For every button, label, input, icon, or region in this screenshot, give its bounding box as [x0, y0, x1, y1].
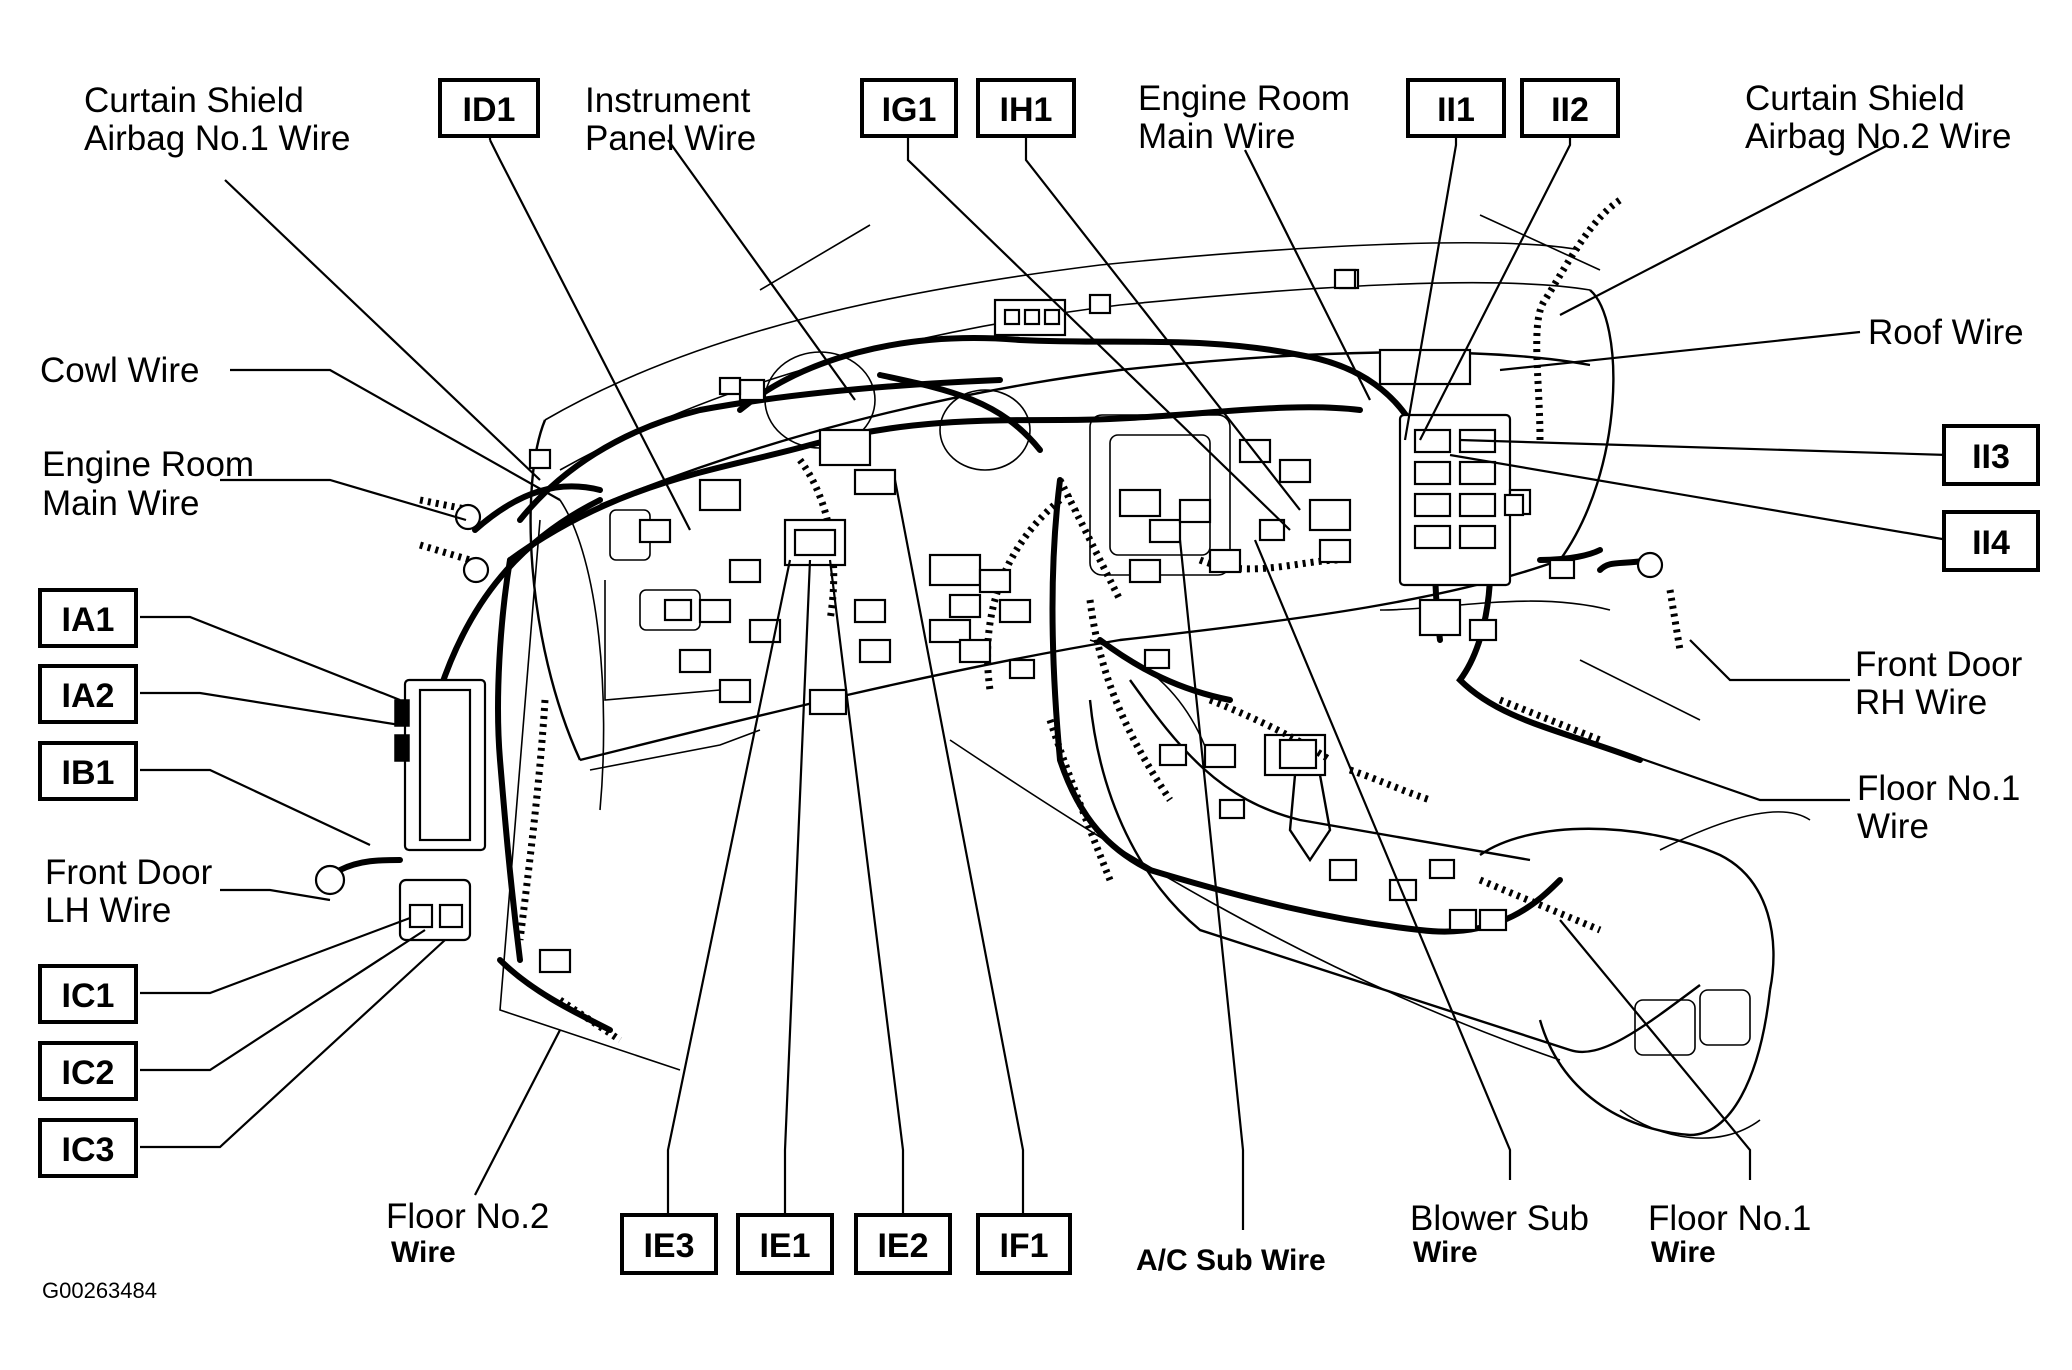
label-curtain-shield-no2-line1: Curtain Shield: [1745, 79, 1965, 118]
label-engine-room-left-line2: Main Wire: [42, 484, 200, 523]
code-box-ii2: II2: [1520, 78, 1620, 138]
label-engine-room-left-line1: Engine Room: [42, 445, 254, 484]
code-box-ii1: II1: [1406, 78, 1506, 138]
code-box-ib1: IB1: [38, 741, 138, 801]
leader-lines: [140, 105, 1949, 1235]
code-box-ic2: IC2: [38, 1041, 138, 1101]
leader-front-door-rh: [1689, 639, 1850, 682]
leader-front-door-lh: [220, 888, 331, 902]
code-id1: ID1: [463, 91, 516, 129]
leader-engine-room-left: [220, 478, 467, 522]
code-box-if1: IF1: [976, 1213, 1072, 1275]
connector-code-boxes: ID1 IG1 IH1 II1 II2 II3 II4 I: [38, 78, 2040, 1275]
leader-instrument-panel: [667, 139, 856, 401]
figure-id: G00263484: [42, 1278, 157, 1303]
code-ii2: II2: [1551, 91, 1589, 129]
label-instrument-panel-line1: Instrument: [585, 81, 751, 120]
leader-ia2: [140, 691, 401, 727]
leader-ie3: [666, 559, 792, 1235]
code-box-ii4: II4: [1942, 510, 2040, 572]
label-floor-no1-right-line2: Wire: [1857, 807, 1929, 846]
code-ig1: IG1: [882, 91, 937, 129]
label-engine-room-top-line1: Engine Room: [1138, 79, 1350, 118]
code-ie3: IE3: [643, 1227, 694, 1265]
label-front-door-rh-line2: RH Wire: [1855, 683, 1987, 722]
leader-ie2: [828, 559, 905, 1235]
code-ih1: IH1: [1000, 91, 1053, 129]
leader-ic2: [140, 929, 426, 1072]
code-ia2: IA2: [62, 677, 115, 715]
code-ic2: IC2: [62, 1054, 115, 1092]
label-front-door-lh-line2: LH Wire: [45, 891, 171, 930]
code-box-ia1: IA1: [38, 588, 138, 648]
leader-ia1: [140, 615, 401, 702]
label-cowl-wire: Cowl Wire: [40, 351, 199, 390]
code-ie2: IE2: [877, 1227, 928, 1265]
code-ii1: II1: [1437, 91, 1475, 129]
code-ie1: IE1: [759, 1227, 810, 1265]
leader-curtain-no1: [224, 179, 541, 481]
code-box-ig1: IG1: [860, 78, 958, 138]
label-front-door-lh-line1: Front Door: [45, 853, 213, 892]
code-box-ic1: IC1: [38, 964, 138, 1024]
code-ii4: II4: [1972, 524, 2010, 562]
label-ac-sub-wire: A/C Sub Wire: [1136, 1244, 1326, 1277]
label-curtain-shield-no1-line2: Airbag No.1 Wire: [84, 119, 350, 158]
leader-if1: [893, 479, 1025, 1235]
connectors: [394, 268, 1576, 974]
leader-cowl: [230, 368, 561, 501]
leader-ib1: [140, 768, 371, 846]
leader-ie1: [783, 559, 812, 1235]
leader-floor-no1-bottom: [1559, 919, 1752, 1180]
leader-floor-no1-right: [1529, 718, 1850, 802]
label-front-door-rh-line1: Front Door: [1855, 645, 2023, 684]
leader-ic1: [140, 916, 411, 995]
leader-ic3: [140, 939, 446, 1149]
code-ic1: IC1: [62, 977, 115, 1015]
code-ia1: IA1: [62, 601, 115, 639]
code-if1: IF1: [999, 1227, 1048, 1265]
label-floor-no1-bottom-line1: Floor No.1: [1648, 1199, 1811, 1238]
code-box-ia2: IA2: [38, 664, 138, 724]
leader-id1: [489, 139, 691, 531]
label-floor-no1-bottom-line2: Wire: [1651, 1236, 1716, 1269]
harness-routes: [314, 197, 1684, 1043]
label-blower-sub-line2: Wire: [1413, 1236, 1478, 1269]
code-ic3: IC3: [62, 1131, 115, 1169]
leader-ii3: [1459, 438, 1949, 457]
leader-engine-room-top: [1244, 149, 1371, 401]
label-curtain-shield-no2-line2: Airbag No.2 Wire: [1745, 117, 2011, 156]
label-blower-sub-line1: Blower Sub: [1410, 1199, 1589, 1238]
leader-blower-sub: [1253, 539, 1512, 1180]
code-ii3: II3: [1972, 438, 2010, 476]
code-box-ii3: II3: [1942, 424, 2040, 486]
label-floor-no2-line2: Wire: [391, 1236, 456, 1269]
label-floor-no2-line1: Floor No.2: [386, 1197, 549, 1236]
leader-floor-no2: [474, 1029, 561, 1196]
code-box-ie1: IE1: [736, 1213, 834, 1275]
leader-ii1: [1403, 105, 1458, 441]
leader-ii4: [1449, 453, 1949, 542]
code-box-ic3: IC3: [38, 1118, 138, 1178]
code-box-id1: ID1: [438, 78, 540, 138]
leader-curtain-no2: [1559, 144, 1889, 316]
code-box-ih1: IH1: [976, 78, 1076, 138]
label-roof-wire: Roof Wire: [1868, 313, 2024, 352]
label-curtain-shield-no1-line1: Curtain Shield: [84, 81, 304, 120]
leader-roof: [1499, 330, 1861, 372]
label-instrument-panel-line2: Panel Wire: [585, 119, 756, 158]
label-floor-no1-right-line1: Floor No.1: [1857, 769, 2020, 808]
label-engine-room-top-line2: Main Wire: [1138, 117, 1296, 156]
code-box-ie3: IE3: [620, 1213, 718, 1275]
code-ib1: IB1: [62, 754, 115, 792]
wire-labels: Curtain Shield Airbag No.1 Wire Instrume…: [40, 79, 2024, 1277]
leader-ii2: [1419, 105, 1572, 441]
code-box-ie2: IE2: [854, 1213, 952, 1275]
leader-ac-sub: [1178, 539, 1245, 1230]
